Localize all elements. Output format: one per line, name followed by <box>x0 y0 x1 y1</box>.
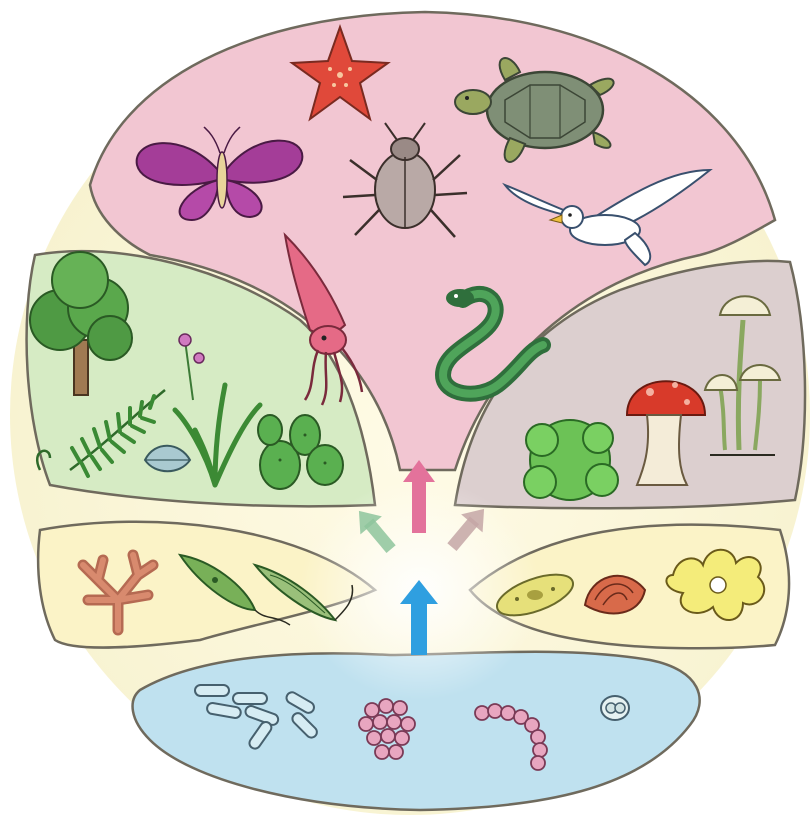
lichen-icon <box>524 420 618 500</box>
diplococcus-icon <box>601 696 629 720</box>
